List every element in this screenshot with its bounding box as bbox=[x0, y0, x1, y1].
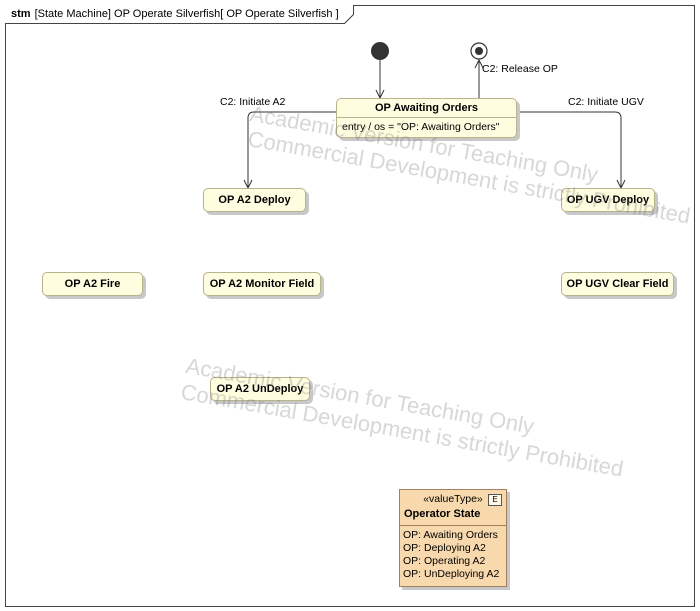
state-op-ugv-deploy[interactable]: OP UGV Deploy bbox=[561, 188, 655, 212]
state-op-a2-monitor-field[interactable]: OP A2 Monitor Field bbox=[203, 272, 321, 296]
value-type-literal: OP: Deploying A2 bbox=[403, 542, 486, 554]
initiate-a2-transition-line[interactable] bbox=[248, 111, 336, 188]
diagram-title: [State Machine] OP Operate Silverfish[ O… bbox=[34, 8, 339, 20]
initial-pseudostate[interactable] bbox=[371, 42, 389, 60]
enumeration-icon: E bbox=[488, 494, 502, 506]
final-state[interactable] bbox=[470, 42, 488, 60]
value-type-name: Operator State bbox=[404, 508, 481, 520]
diagram-frame-tab: stm[State Machine] OP Operate Silverfish… bbox=[5, 5, 354, 24]
value-type-operator-state[interactable]: «valueType» Operator State E OP: Awaitin… bbox=[399, 489, 507, 587]
value-type-stereotype: «valueType» bbox=[423, 493, 483, 505]
state-op-a2-fire[interactable]: OP A2 Fire bbox=[42, 272, 143, 296]
initiate-ugv-transition-line[interactable] bbox=[516, 111, 621, 188]
state-op-awaiting-orders-name: OP Awaiting Orders bbox=[337, 99, 516, 118]
value-type-literal: OP: UnDeploying A2 bbox=[403, 568, 500, 580]
state-op-a2-undeploy[interactable]: OP A2 UnDeploy bbox=[210, 377, 310, 401]
diagram-kind-keyword: stm bbox=[11, 8, 31, 20]
state-op-ugv-clear-field[interactable]: OP UGV Clear Field bbox=[561, 272, 674, 296]
value-type-literal: OP: Operating A2 bbox=[403, 555, 486, 567]
initiate-ugv-transition-label[interactable]: C2: Initiate UGV bbox=[568, 96, 644, 108]
state-op-awaiting-orders-entry: entry / os = "OP: Awaiting Orders" bbox=[342, 121, 500, 133]
value-type-header: «valueType» Operator State E bbox=[400, 490, 506, 526]
value-type-literals: OP: Awaiting Orders OP: Deploying A2 OP:… bbox=[400, 526, 506, 581]
state-op-awaiting-orders[interactable]: OP Awaiting Orders entry / os = "OP: Awa… bbox=[336, 98, 517, 138]
value-type-literal: OP: Awaiting Orders bbox=[403, 529, 498, 541]
state-op-a2-deploy[interactable]: OP A2 Deploy bbox=[203, 188, 306, 212]
initiate-a2-transition-label[interactable]: C2: Initiate A2 bbox=[220, 96, 286, 108]
release-transition-label[interactable]: C2: Release OP bbox=[482, 63, 558, 75]
